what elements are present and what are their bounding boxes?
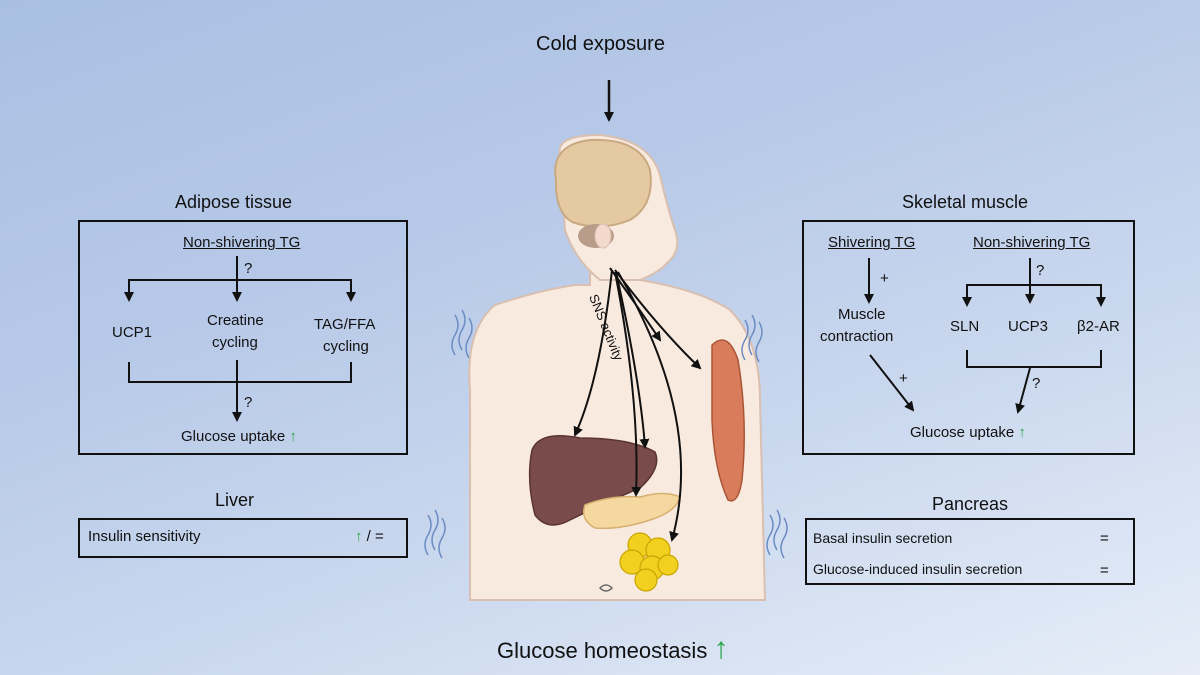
- pancreas-title: Pancreas: [932, 494, 1009, 514]
- muscle-ucp3: UCP3: [1008, 318, 1049, 335]
- liver-equal: / =: [366, 528, 384, 545]
- glucose-homeostasis-text: Glucose homeostasis: [497, 638, 708, 663]
- adipose-ucp1: UCP1: [112, 324, 153, 341]
- pancreas-glucose-induced: Glucose-induced insulin secretion: [813, 561, 1023, 577]
- liver-value: ↑ / =: [355, 528, 384, 545]
- muscle-connectors: [864, 258, 1106, 414]
- muscle-plus2: +: [899, 370, 908, 387]
- shiver-marks: [424, 309, 788, 559]
- glucose-homeostasis-label: Glucose homeostasis ↑: [497, 632, 728, 666]
- fat-cells-icon: [619, 532, 679, 592]
- muscle-plus1: +: [880, 270, 889, 287]
- adipose-tag-ffa: TAG/FFA: [314, 316, 376, 333]
- adipose-q1: ?: [244, 260, 253, 277]
- pancreas-glucose-induced-value: =: [1100, 562, 1109, 579]
- liver-title: Liver: [215, 490, 255, 510]
- muscle-icon: [711, 339, 745, 502]
- muscle-q1: ?: [1036, 262, 1045, 279]
- adipose-creatine: Creatine: [207, 312, 264, 329]
- adipose-creatine-cycling: cycling: [212, 334, 258, 351]
- adipose-increase-arrow-icon: ↑: [289, 428, 297, 445]
- muscle-increase-arrow-icon: ↑: [1018, 424, 1026, 441]
- muscle-contraction-2: contraction: [820, 328, 894, 345]
- muscle-title: Skeletal muscle: [902, 192, 1029, 212]
- adipose-title: Adipose tissue: [175, 192, 293, 212]
- sns-arrows: [573, 267, 702, 542]
- increase-arrow-icon: ↑: [713, 632, 729, 665]
- pancreas-basal: Basal insulin secretion: [813, 530, 953, 546]
- adipose-connectors: [124, 256, 356, 422]
- adipose-tag-ffa-cycling: cycling: [323, 338, 369, 355]
- liver-insulin-sensitivity: Insulin sensitivity: [88, 528, 201, 545]
- adipose-glucose-uptake: Glucose uptake: [181, 428, 286, 445]
- muscle-non-shivering: Non-shivering TG: [973, 234, 1091, 251]
- muscle-sln: SLN: [950, 318, 980, 335]
- liver-box: [78, 518, 408, 558]
- adipose-non-shivering: Non-shivering TG: [183, 234, 301, 251]
- muscle-b2ar: β2-AR: [1077, 318, 1120, 335]
- pancreas-box: [805, 518, 1135, 585]
- adipose-q2: ?: [244, 394, 253, 411]
- muscle-glucose-uptake: Glucose uptake: [910, 424, 1015, 441]
- muscle-box: [802, 220, 1135, 455]
- cold-exposure-title: Cold exposure: [536, 33, 665, 55]
- liver-increase-arrow-icon: ↑: [355, 528, 363, 545]
- adipose-result: Glucose uptake ↑: [181, 428, 297, 445]
- muscle-result: Glucose uptake ↑: [910, 424, 1026, 441]
- muscle-q2: ?: [1032, 375, 1041, 392]
- pancreas-basal-value: =: [1100, 530, 1109, 547]
- brain-icon: [554, 138, 652, 228]
- muscle-contraction-1: Muscle: [838, 306, 886, 323]
- muscle-shivering: Shivering TG: [828, 234, 916, 251]
- adipose-box: [78, 220, 408, 455]
